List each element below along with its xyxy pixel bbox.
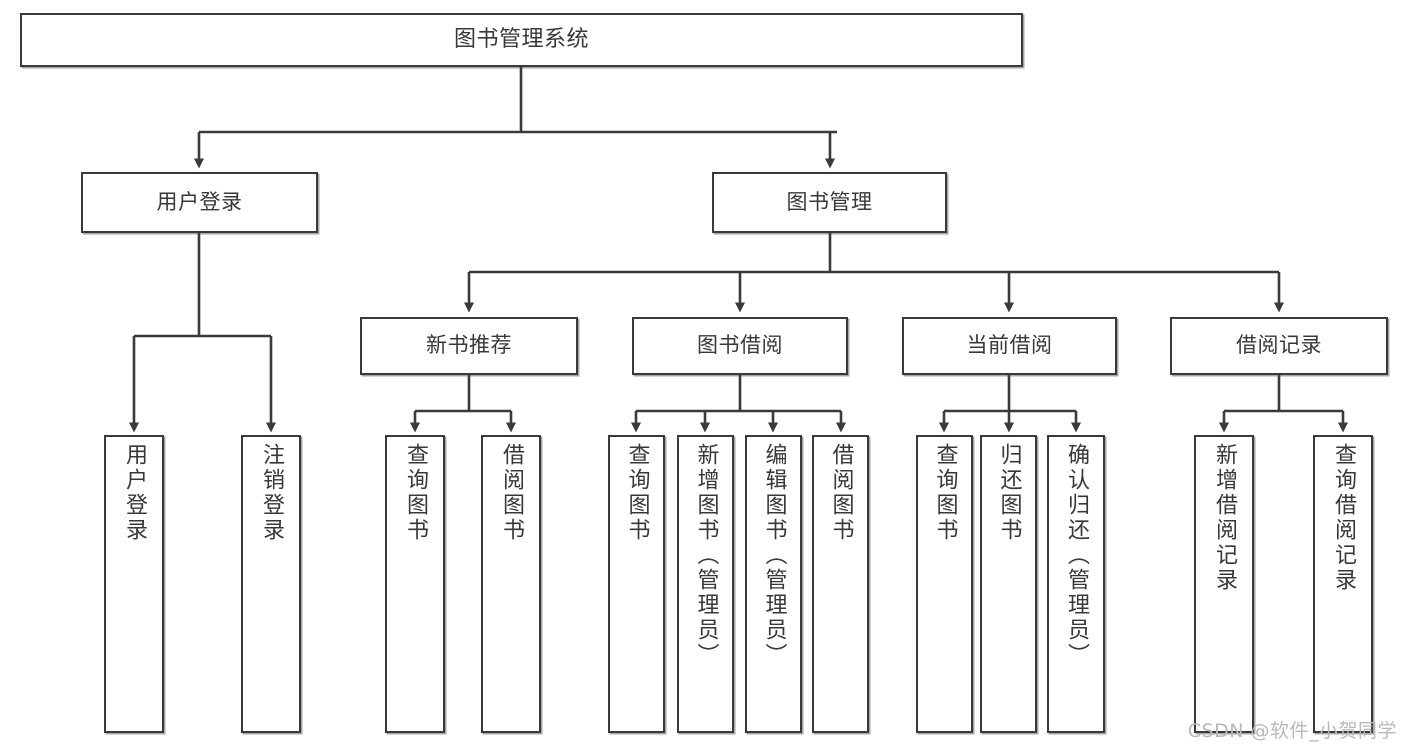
node-label: 用户登录 — [156, 189, 243, 214]
node-root-system[interactable]: 图书管理系统 — [20, 13, 1023, 67]
node-label: 用户登录 — [122, 443, 147, 543]
node-label: 图书管理系统 — [453, 26, 589, 52]
node-user-login[interactable]: 用户登录 — [81, 172, 318, 233]
node-label: 新书推荐 — [426, 333, 512, 358]
node-label: 查询借阅记录 — [1331, 443, 1356, 593]
leaf-book-borrow-borrow[interactable]: 借阅图书 — [812, 435, 869, 733]
leaf-book-borrow-add[interactable]: 新增图书（管理员） — [677, 435, 734, 733]
node-label: 当前借阅 — [966, 333, 1053, 358]
node-current-borrow[interactable]: 当前借阅 — [902, 317, 1117, 375]
node-borrow-record[interactable]: 借阅记录 — [1170, 317, 1388, 375]
leaf-current-borrow-query[interactable]: 查询图书 — [916, 435, 973, 733]
leaf-current-borrow-return[interactable]: 归还图书 — [980, 435, 1037, 733]
node-book-management[interactable]: 图书管理 — [712, 172, 947, 233]
node-label: 图书管理 — [786, 189, 873, 214]
node-label: 借阅图书 — [499, 443, 524, 543]
node-label: 编辑图书（管理员） — [761, 443, 787, 668]
node-book-borrow[interactable]: 图书借阅 — [632, 317, 848, 375]
leaf-current-borrow-confirm-return[interactable]: 确认归还（管理员） — [1047, 435, 1105, 733]
node-label: 查询图书 — [624, 443, 650, 543]
node-label: 新增图书（管理员） — [693, 443, 719, 668]
leaf-user-login-logout[interactable]: 注销登录 — [241, 435, 301, 733]
leaf-new-book-query[interactable]: 查询图书 — [385, 435, 445, 733]
node-label: 借阅图书 — [828, 443, 854, 543]
node-label: 确认归还（管理员） — [1064, 443, 1089, 668]
node-new-book-recommend[interactable]: 新书推荐 — [360, 317, 578, 375]
node-label: 新增借阅记录 — [1212, 443, 1237, 593]
node-label: 归还图书 — [996, 443, 1022, 543]
node-label: 借阅记录 — [1236, 333, 1322, 358]
node-label: 注销登录 — [259, 443, 284, 543]
node-label: 查询图书 — [403, 443, 428, 543]
leaf-book-borrow-query[interactable]: 查询图书 — [608, 435, 665, 733]
leaf-new-book-borrow[interactable]: 借阅图书 — [481, 435, 541, 733]
leaf-borrow-record-query[interactable]: 查询借阅记录 — [1313, 435, 1373, 733]
node-label: 查询图书 — [932, 443, 958, 543]
leaf-user-login-login[interactable]: 用户登录 — [104, 435, 164, 733]
node-label: 图书借阅 — [697, 333, 783, 358]
leaf-borrow-record-add[interactable]: 新增借阅记录 — [1194, 435, 1254, 733]
leaf-book-borrow-edit[interactable]: 编辑图书（管理员） — [745, 435, 802, 733]
csdn-watermark: CSDN @软件_小贺同学 — [1187, 720, 1397, 742]
